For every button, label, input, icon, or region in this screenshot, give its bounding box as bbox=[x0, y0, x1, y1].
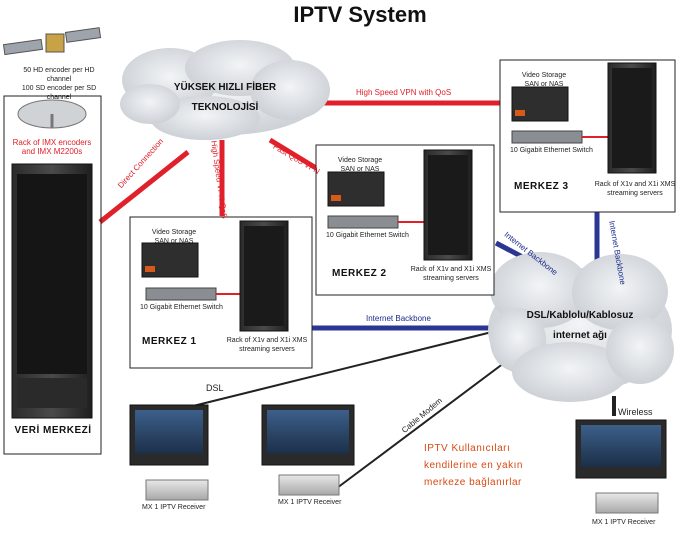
tv-2-icon bbox=[261, 404, 355, 466]
satellite-dish-icon bbox=[17, 99, 87, 129]
merkez-2-rack-line-2: streaming servers bbox=[423, 275, 479, 282]
fiber-cloud-line-2: TEKNOLOJİSİ bbox=[191, 102, 259, 113]
merkez-3-switch-label: 10 Gigabit Ethernet Switch bbox=[510, 147, 593, 154]
user-note-line-3: merkeze bağlanırlar bbox=[424, 477, 522, 488]
merkez-1-switch-icon bbox=[145, 287, 217, 301]
merkez-2-rack-label: Rack of X1v and X1i XMS streaming server… bbox=[410, 265, 492, 283]
merkez-3-rack-label: Rack of X1v and X1i XMS streaming server… bbox=[594, 180, 676, 198]
encoders-label-line-1: Rack of IMX encoders bbox=[12, 138, 92, 147]
merkez-2-rack-icon bbox=[423, 149, 473, 261]
merkez-1-storage-label: Video Storage SAN or NAS bbox=[144, 228, 204, 246]
merkez-1-rack-line-2: streaming servers bbox=[239, 346, 295, 353]
user-note-line-1: IPTV Kullanıcıları bbox=[424, 443, 511, 454]
merkez-2-rack-line-1: Rack of X1v and X1i XMS bbox=[410, 266, 492, 273]
internet-backbone-label-1: Internet Backbone bbox=[366, 314, 431, 323]
encoders-label: Rack of IMX encoders and IMX M2200s bbox=[6, 138, 98, 156]
internet-cloud bbox=[488, 252, 674, 402]
receiver-2-label: MX 1 IPTV Receiver bbox=[278, 499, 342, 506]
merkez-1-storage-line-1: Video Storage bbox=[151, 229, 197, 236]
receiver-2-icon bbox=[278, 474, 340, 496]
receiver-3-icon bbox=[595, 492, 659, 514]
receiver-1-icon bbox=[145, 479, 209, 501]
merkez-3-rack-icon bbox=[607, 62, 657, 174]
encoders-label-line-2: and IMX M2200s bbox=[21, 147, 83, 156]
cable-modem-line bbox=[336, 359, 509, 489]
merkez-2-switch-label: 10 Gigabit Ethernet Switch bbox=[326, 232, 409, 239]
merkez-1-label: MERKEZ 1 bbox=[142, 336, 197, 347]
merkez-2-switch-icon bbox=[327, 215, 399, 229]
satellite-caption-line-2: 100 SD encoder per SD channel bbox=[21, 85, 97, 101]
merkez-2-label: MERKEZ 2 bbox=[332, 268, 387, 279]
data-center-box bbox=[3, 95, 102, 455]
wireless-label: Wireless bbox=[618, 407, 653, 417]
fiber-links bbox=[98, 100, 500, 224]
fiber-cloud bbox=[120, 40, 330, 140]
receiver-1-label: MX 1 IPTV Receiver bbox=[142, 504, 206, 511]
merkez-3-label: MERKEZ 3 bbox=[514, 181, 569, 192]
user-links bbox=[184, 329, 616, 489]
hs-vpn-with-qos-label: High Speed VPN with QoS bbox=[356, 88, 452, 97]
merkez-3-rack-line-1: Rack of X1v and X1i XMS bbox=[594, 181, 676, 188]
satellite-icon bbox=[2, 27, 102, 56]
satellite-caption: 50 HD encoder per HD channel 100 SD enco… bbox=[11, 66, 107, 102]
user-note: IPTV Kullanıcıları kendilerine en yakın … bbox=[424, 440, 523, 491]
merkez-1-switch-label: 10 Gigabit Ethernet Switch bbox=[140, 304, 223, 311]
merkez-1-rack-label: Rack of X1v and X1i XMS streaming server… bbox=[226, 336, 308, 354]
merkez-3-storage-line-2: SAN or NAS bbox=[524, 81, 564, 88]
receiver-3-label: MX 1 IPTV Receiver bbox=[592, 519, 656, 526]
satellite-caption-line-1: 50 HD encoder per HD channel bbox=[23, 67, 95, 83]
dsl-label: DSL bbox=[206, 383, 224, 393]
merkez-3-storage-icon bbox=[511, 86, 569, 122]
encoder-rack bbox=[11, 163, 93, 419]
internet-cloud-label: DSL/Kablolu/Kablosuz internet ağı bbox=[510, 306, 650, 346]
merkez-2-storage-line-2: SAN or NAS bbox=[340, 166, 380, 173]
merkez-3-switch-icon bbox=[511, 130, 583, 144]
tv-1-icon bbox=[129, 404, 209, 466]
merkez-2-storage-icon bbox=[327, 171, 385, 207]
merkez-3-storage-label: Video Storage SAN or NAS bbox=[514, 71, 574, 89]
fiber-cloud-line-1: YÜKSEK HIZLI FİBER bbox=[173, 82, 277, 93]
merkez-2-storage-label: Video Storage SAN or NAS bbox=[330, 156, 390, 174]
data-center-label: VERİ MERKEZİ bbox=[14, 425, 92, 436]
fiber-cloud-label: YÜKSEK HIZLI FİBER TEKNOLOJİSİ bbox=[150, 78, 300, 118]
merkez-1-rack-line-1: Rack of X1v and X1i XMS bbox=[226, 337, 308, 344]
merkez-3-rack-line-2: streaming servers bbox=[607, 190, 663, 197]
user-note-line-2: kendilerine en yakın bbox=[424, 460, 523, 471]
fast-qos-line-merkez2 bbox=[268, 137, 318, 171]
page-title: IPTV System bbox=[293, 2, 427, 27]
internet-cloud-line-2: internet ağı bbox=[553, 330, 607, 341]
merkez-1-storage-icon bbox=[141, 242, 199, 278]
merkez-1-storage-line-2: SAN or NAS bbox=[154, 238, 194, 245]
dsl-line bbox=[184, 329, 501, 409]
direct-connection-line bbox=[98, 150, 190, 224]
tv-3-icon bbox=[575, 419, 667, 479]
merkez-2-storage-line-1: Video Storage bbox=[337, 157, 383, 164]
merkez-1-rack-icon bbox=[239, 220, 289, 332]
merkez-3-storage-line-1: Video Storage bbox=[521, 72, 567, 79]
internet-cloud-line-1: DSL/Kablolu/Kablosuz bbox=[526, 310, 634, 321]
